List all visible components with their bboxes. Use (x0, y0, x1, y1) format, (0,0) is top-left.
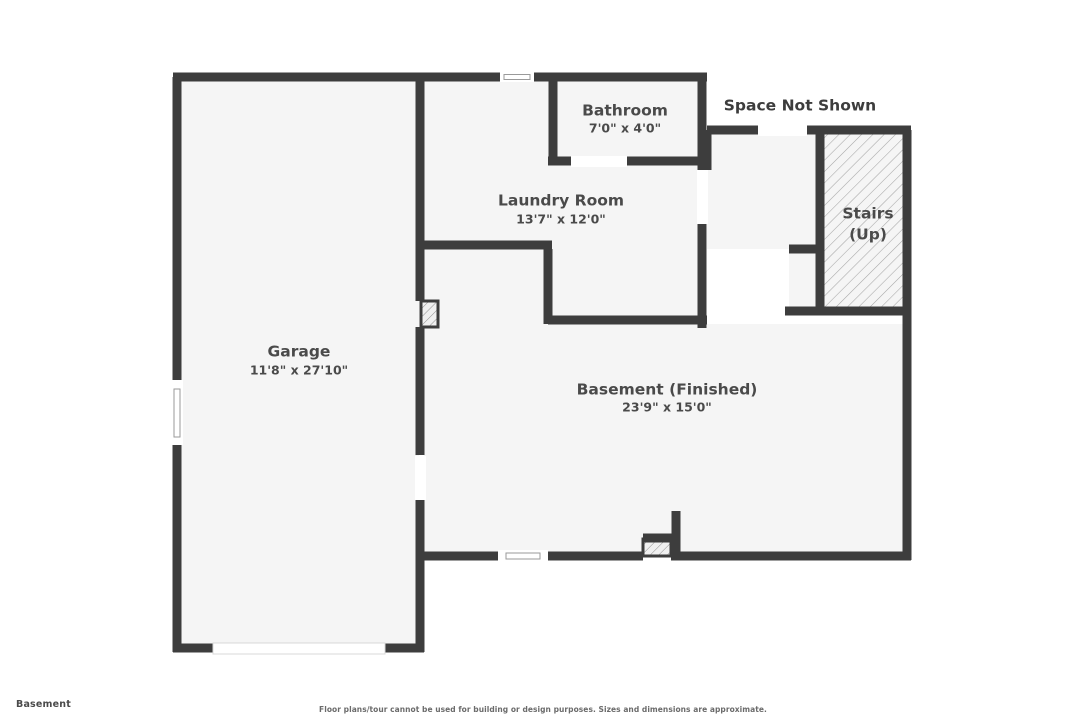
garage-label: Garage (268, 343, 331, 361)
wall-fixture-left-hatch (419, 299, 440, 329)
space-not-shown-label: Space Not Shown (724, 97, 876, 115)
doorway-sns-top (758, 125, 807, 136)
openings (171, 72, 807, 655)
window-top-laundry (500, 72, 534, 82)
fixtures (419, 299, 673, 558)
garage-fill (178, 78, 419, 648)
bathroom-label: Bathroom (582, 102, 668, 120)
disclaimer-text: Floor plans/tour cannot be used for buil… (319, 705, 767, 714)
window-garage-left (171, 380, 183, 445)
stairs-hatch-fill (821, 134, 907, 311)
space-not-shown-fill-upper (707, 134, 821, 249)
stairs-area (821, 134, 907, 311)
basement-dimensions: 23'9" x 15'0" (622, 400, 712, 415)
stairs-label-line1: Stairs (842, 205, 893, 223)
doorway-bathroom (571, 156, 627, 167)
basement-label: Basement (Finished) (577, 381, 758, 399)
laundry-room-fill (424, 78, 701, 324)
garage-dimensions: 11'8" x 27'10" (250, 363, 348, 378)
floor-level-label: Basement (16, 699, 71, 710)
doorway-garage-basement (415, 456, 426, 500)
bathroom-dimensions: 7'0" x 4'0" (589, 121, 661, 136)
laundry-room-dimensions: 13'7" x 12'0" (516, 212, 606, 227)
laundry-room-label: Laundry Room (498, 192, 624, 210)
doorway-laundry-east (697, 170, 708, 224)
garage-door-opening (212, 642, 386, 655)
stairs-label-line2: (Up) (849, 226, 887, 244)
walls (172, 72, 912, 653)
room-labels: Garage 11'8" x 27'10" Bathroom 7'0" x 4'… (250, 97, 894, 415)
window-bottom-basement (498, 550, 548, 562)
basement-fill (424, 249, 907, 556)
